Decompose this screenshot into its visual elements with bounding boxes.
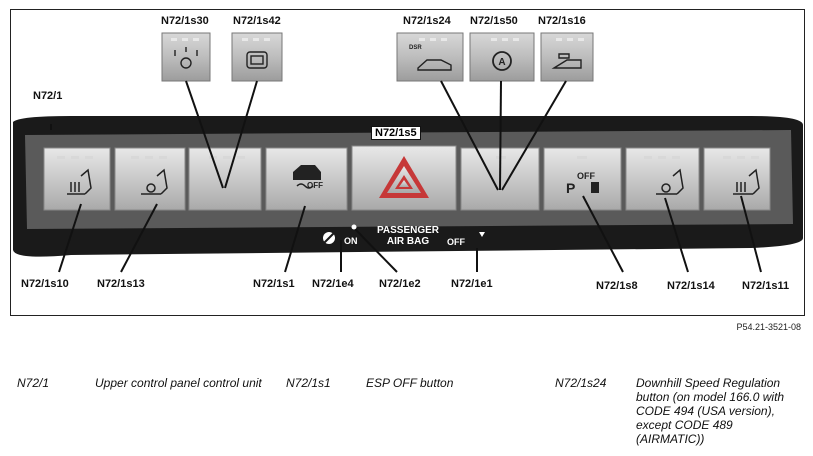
- figure-reference: P54.21-3521-08: [736, 322, 801, 332]
- label-n72-1s8: N72/1s8: [596, 280, 638, 292]
- panel-diagram: A: [10, 9, 805, 316]
- label-n72-1e4: N72/1e4: [312, 278, 354, 290]
- top-button-group: A: [161, 32, 594, 82]
- level-control-icon: [551, 53, 582, 69]
- airbag-on-text: ON: [344, 236, 358, 246]
- dsr-icon: [417, 59, 452, 71]
- label-n72-1s14: N72/1s14: [667, 280, 715, 292]
- airbag-off-indicator: [323, 224, 485, 244]
- legend-code-0: N72/1: [17, 376, 50, 390]
- svg-text:A: A: [498, 57, 505, 68]
- label-n72-1s42: N72/1s42: [233, 15, 281, 27]
- label-n72-1s13: N72/1s13: [97, 278, 145, 290]
- legend-desc-0: Upper control panel control unit: [95, 376, 262, 390]
- panel-illustration: A: [13, 32, 803, 273]
- passenger-text: PASSENGER: [376, 225, 440, 236]
- label-n72-1: N72/1: [33, 90, 63, 102]
- label-n72-1e1: N72/1e1: [451, 278, 493, 290]
- label-n72-1s24: N72/1s24: [403, 15, 451, 27]
- label-n72-1s10: N72/1s10: [21, 278, 69, 290]
- parktronic-icon: [591, 182, 599, 193]
- parktronic-p-text: P: [566, 180, 576, 196]
- passenger-airbag-text: PASSENGER AIR BAG: [373, 225, 443, 247]
- eco-start-stop-button[interactable]: [469, 32, 535, 82]
- airbag-off-text: OFF: [447, 237, 465, 247]
- label-n72-1s50: N72/1s50: [470, 15, 518, 27]
- leader-lines: [50, 80, 762, 273]
- eco-start-stop-icon: [492, 51, 512, 71]
- legend-code-1: N72/1s1: [286, 376, 331, 390]
- seat-heat-right-icon: [733, 168, 760, 195]
- label-n72-1e2: N72/1e2: [379, 278, 421, 290]
- seat-heat-left-icon: [67, 168, 92, 195]
- label-n72-1s1: N72/1s1: [253, 278, 295, 290]
- label-n72-1s16: N72/1s16: [538, 15, 586, 27]
- rear-defrost-icon: [246, 51, 268, 69]
- legend-code-2: N72/1s24: [555, 376, 607, 390]
- label-n72-1s30: N72/1s30: [161, 15, 209, 27]
- dsr-text: DSR: [409, 45, 422, 51]
- hazard-icon: [379, 156, 429, 198]
- legend-desc-2: Downhill Speed Regulation button (on mod…: [636, 376, 785, 446]
- seat-vent-left-icon: [141, 168, 168, 195]
- label-n72-1s5: N72/1s5: [371, 126, 421, 140]
- recirculation-icon: [174, 47, 198, 69]
- seat-vent-right-icon: [656, 168, 684, 195]
- label-n72-1s11: N72/1s11: [742, 280, 790, 292]
- legend-desc-1: ESP OFF button: [366, 376, 454, 390]
- airbag-text: AIR BAG: [386, 236, 430, 247]
- park-off-text: OFF: [577, 171, 595, 181]
- esp-off-icon: [293, 165, 321, 189]
- esp-off-text: OFF: [307, 181, 323, 190]
